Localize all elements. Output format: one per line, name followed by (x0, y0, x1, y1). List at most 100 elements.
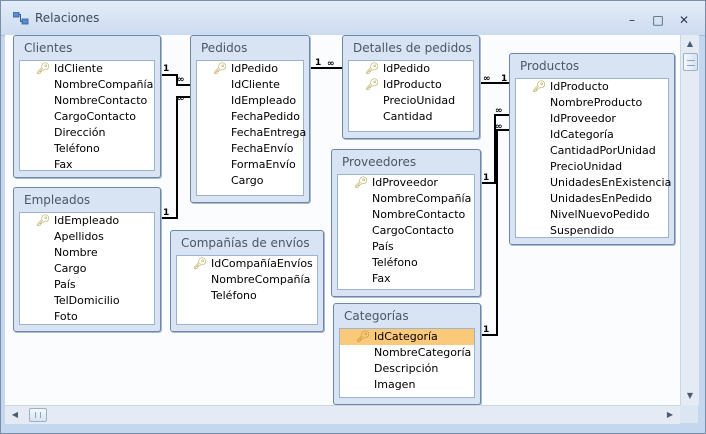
horizontal-scrollbar[interactable]: ◀ ▶ (5, 405, 680, 424)
field[interactable]: Imagen (340, 377, 474, 393)
close-button[interactable]: ✕ (671, 11, 697, 29)
field[interactable]: Teléfono (20, 141, 154, 157)
vertical-scrollbar[interactable]: ▲ ▼ (680, 35, 699, 405)
field-label: CargoContacto (54, 110, 136, 123)
field-list[interactable]: 🔑︎IdEmpleado Apellidos Nombre Cargo País… (19, 212, 155, 325)
field-idpedido[interactable]: 🔑︎IdPedido (349, 61, 473, 77)
field-label: Cargo (54, 262, 87, 275)
vertical-scroll-thumb[interactable] (683, 53, 698, 71)
field-idcompaniaenvios[interactable]: 🔑︎IdCompañíaEnvíos (177, 256, 317, 272)
scroll-up-icon[interactable]: ▲ (686, 39, 694, 48)
field[interactable]: NombreCompañía (338, 191, 474, 207)
field[interactable]: NombreProducto (516, 95, 668, 111)
table-title[interactable]: Proveedores (342, 155, 417, 169)
field[interactable]: Fax (20, 157, 154, 173)
field[interactable]: PrecioUnidad (516, 159, 668, 175)
field[interactable]: Apellidos (20, 229, 154, 245)
field-list[interactable]: 🔑︎IdProducto NombreProducto IdProveedor … (515, 78, 671, 239)
field[interactable]: Suspendido (516, 223, 668, 239)
cardinality-many: ∞ (495, 122, 503, 132)
field[interactable]: Cargo (20, 261, 154, 277)
field-list[interactable]: 🔑︎IdProveedor NombreCompañía NombreConta… (337, 174, 475, 290)
field-idpedido[interactable]: 🔑︎IdPedido (197, 61, 303, 77)
horizontal-scroll-thumb[interactable] (29, 408, 47, 422)
field[interactable]: Cantidad (349, 109, 473, 125)
field-list[interactable]: 🔑︎IdPedido 🔑︎IdProducto PrecioUnidad Can… (348, 60, 474, 132)
field[interactable]: Teléfono (177, 288, 317, 304)
table-categorias[interactable]: Categorías 🔑︎IdCategoría NombreCategoría… (333, 303, 481, 405)
grip-icon (35, 412, 41, 418)
field[interactable]: NombreCompañía (177, 272, 317, 288)
table-companias-de-envios[interactable]: Compañías de envíos 🔑︎IdCompañíaEnvíos N… (170, 230, 324, 332)
field[interactable]: UnidadesEnExistencia (516, 175, 671, 191)
field[interactable]: IdEmpleado (197, 93, 303, 109)
size-grip[interactable] (680, 405, 698, 423)
field[interactable]: NombreContacto (338, 207, 474, 223)
table-title[interactable]: Pedidos (201, 41, 248, 55)
title-bar[interactable]: Relaciones – □ ✕ (1, 1, 705, 36)
field-list[interactable]: 🔑︎IdPedido IdCliente IdEmpleado FechaPed… (196, 60, 306, 196)
field[interactable]: NivelNuevoPedido (516, 207, 668, 223)
field-label: TelDomicilio (54, 294, 120, 307)
field[interactable]: IdCliente (197, 77, 303, 93)
field[interactable]: Foto (20, 309, 154, 325)
field-list[interactable]: 🔑︎IdCompañíaEnvíos NombreCompañía Teléfo… (176, 255, 318, 325)
key-icon: 🔑︎ (365, 62, 379, 75)
table-empleados[interactable]: Empleados 🔑︎IdEmpleado Apellidos Nombre … (13, 187, 161, 332)
table-title[interactable]: Empleados (24, 193, 91, 207)
field[interactable]: UnidadesEnPedido (516, 191, 668, 207)
field[interactable]: FechaEntrega (197, 125, 306, 141)
field-list[interactable]: 🔑︎IdCliente NombreCompañía NombreContact… (19, 60, 155, 171)
field[interactable]: FechaEnvío (197, 141, 303, 157)
field[interactable]: Teléfono (338, 255, 474, 271)
field[interactable]: Cargo (197, 173, 303, 189)
field[interactable]: IdProveedor (516, 111, 668, 127)
field[interactable]: NombreContacto (20, 93, 154, 109)
field[interactable]: Nombre (20, 245, 154, 261)
field-label: IdEmpleado (54, 214, 120, 227)
field[interactable]: CargoContacto (338, 223, 474, 239)
scroll-right-icon[interactable]: ▶ (666, 410, 674, 419)
field[interactable]: País (338, 239, 474, 255)
field[interactable]: PrecioUnidad (349, 93, 473, 109)
field[interactable]: CantidadPorUnidad (516, 143, 668, 159)
field-idcategoria-selected[interactable]: 🔑︎IdCategoría (340, 329, 474, 345)
field[interactable]: NombreCompañía (20, 77, 154, 93)
field-label: Fax (54, 158, 73, 171)
field[interactable]: FechaPedido (197, 109, 303, 125)
relationships-icon (13, 12, 29, 25)
table-proveedores[interactable]: Proveedores 🔑︎IdProveedor NombreCompañía… (331, 149, 481, 297)
table-clientes[interactable]: Clientes 🔑︎IdCliente NombreCompañía Nomb… (13, 35, 161, 178)
table-title[interactable]: Detalles de pedidos (353, 41, 472, 55)
scroll-down-icon[interactable]: ▼ (686, 391, 694, 400)
field[interactable]: Dirección (20, 125, 154, 141)
field[interactable]: Descripción (340, 361, 474, 377)
field-label: País (372, 240, 394, 253)
table-detalles-de-pedidos[interactable]: Detalles de pedidos 🔑︎IdPedido 🔑︎IdProdu… (342, 35, 480, 139)
field[interactable]: CargoContacto (20, 109, 154, 125)
field[interactable]: NombreCategoría (340, 345, 474, 361)
field[interactable]: País (20, 277, 154, 293)
field-idempleado[interactable]: 🔑︎IdEmpleado (20, 213, 154, 229)
field-list[interactable]: 🔑︎IdCategoría NombreCategoría Descripció… (339, 328, 475, 398)
minimize-button[interactable]: – (619, 11, 645, 29)
relationships-canvas[interactable]: 1 ∞ 1 ∞ 1 ∞ ∞ 1 1 ∞ 1 ∞ Clientes 🔑︎IdCli… (5, 35, 680, 405)
field-idproveedor[interactable]: 🔑︎IdProveedor (338, 175, 474, 191)
table-productos[interactable]: Productos 🔑︎IdProducto NombreProducto Id… (509, 53, 675, 245)
table-title[interactable]: Productos (520, 59, 580, 73)
table-title[interactable]: Clientes (24, 41, 73, 55)
field-label: CantidadPorUnidad (550, 144, 656, 157)
field-idproducto[interactable]: 🔑︎IdProducto (349, 77, 473, 93)
field[interactable]: Fax (338, 271, 474, 287)
field-idcliente[interactable]: 🔑︎IdCliente (20, 61, 154, 77)
maximize-button[interactable]: □ (645, 11, 671, 29)
field-idproducto[interactable]: 🔑︎IdProducto (516, 79, 668, 95)
field[interactable]: TelDomicilio (20, 293, 154, 309)
table-title[interactable]: Compañías de envíos (181, 236, 310, 250)
scroll-left-icon[interactable]: ◀ (11, 410, 19, 419)
relationship-lines: 1 ∞ 1 ∞ 1 ∞ ∞ 1 1 ∞ 1 ∞ (161, 58, 511, 336)
table-pedidos[interactable]: Pedidos 🔑︎IdPedido IdCliente IdEmpleado … (190, 35, 310, 203)
field[interactable]: IdCategoría (516, 127, 668, 143)
table-title[interactable]: Categorías (344, 309, 409, 323)
field[interactable]: FormaEnvío (197, 157, 303, 173)
